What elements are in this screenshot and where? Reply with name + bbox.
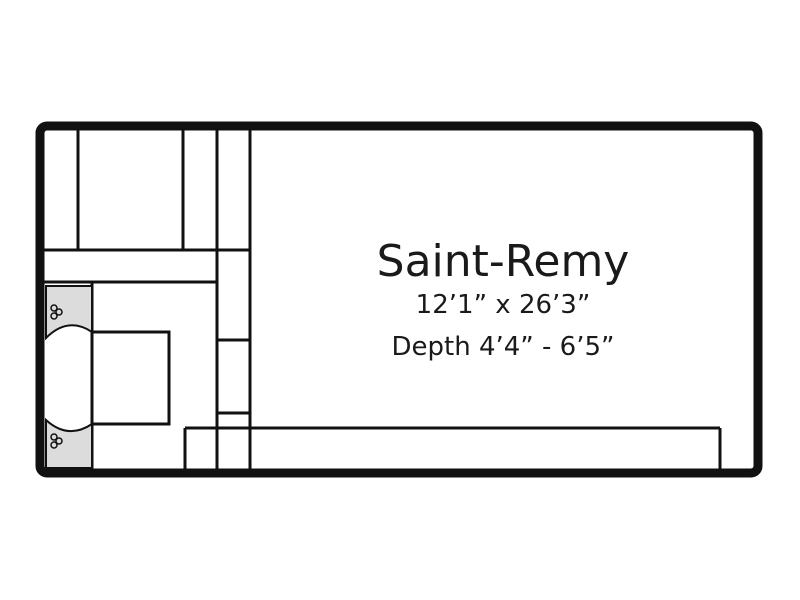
jet-panels: [45, 285, 93, 469]
pool-depth: Depth 4’4” - 6’5”: [391, 332, 614, 362]
jet-nozzle-icon: [50, 433, 63, 449]
jet-panel-top: [45, 285, 93, 341]
jet-nozzle-icon: [50, 304, 63, 320]
jet-panel-bottom: [45, 417, 93, 469]
pool-name: Saint-Remy: [377, 236, 630, 287]
pool-dimensions: 12’1” x 26’3”: [416, 290, 591, 320]
pool-outline: [35, 121, 763, 478]
